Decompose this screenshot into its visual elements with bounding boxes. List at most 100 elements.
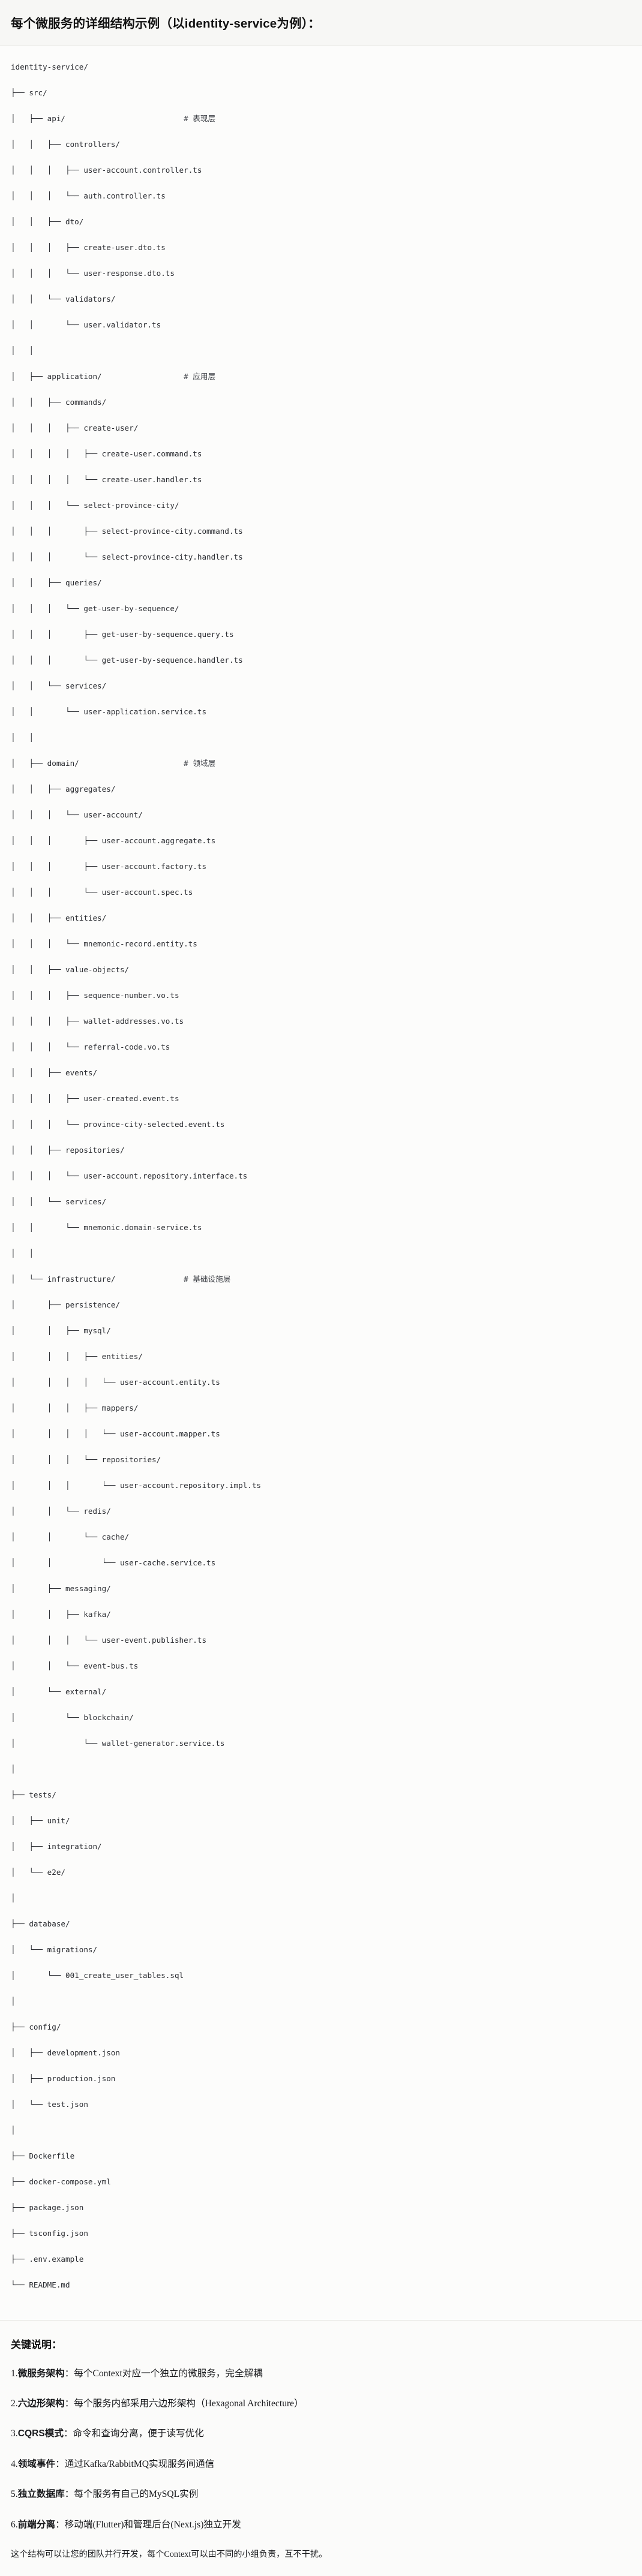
tree-line: │ │ │ └── user-event.publisher.ts [11, 1635, 207, 1645]
tree-line: │ │ ├── aggregates/ [11, 784, 116, 793]
tree-line: │ │ │ └── user-account.repository.interf… [11, 1171, 248, 1180]
tree-line: ├── package.json [11, 2202, 84, 2212]
directory-tree-block: identity-service/ ├── src/ │ ├── api/ # … [0, 46, 642, 2320]
tree-line: │ └── e2e/ [11, 1867, 65, 1877]
key-note-number: 4. [11, 2458, 18, 2469]
tree-line: │ │ ├── repositories/ [11, 1145, 125, 1155]
tree-line: │ │ └── mnemonic.domain-service.ts [11, 1222, 202, 1232]
tree-line: │ │ │ └── select-province-city.handler.t… [11, 552, 243, 561]
tree-line: identity-service/ [11, 62, 88, 71]
tree-line: │ │ └── user-application.service.ts [11, 707, 207, 716]
key-note-body: ：每个Context对应一个独立的微服务，完全解耦 [64, 2368, 263, 2379]
tree-node-comment: # 基础设施层 [184, 1274, 231, 1284]
tree-spacer-line: │ [11, 1996, 16, 2006]
tree-spacer-line: │ │ [11, 1248, 34, 1258]
tree-line: │ │ │ └── user-response.dto.ts [11, 268, 175, 278]
tree-line: │ ├── production.json [11, 2073, 116, 2083]
tree-line: │ │ │ └── select-province-city/ [11, 500, 179, 510]
tree-node-comment: # 应用层 [184, 371, 216, 381]
tree-line: │ │ ├── value-objects/ [11, 964, 130, 974]
tree-line: │ ├── messaging/ [11, 1583, 111, 1593]
tree-node-comment: # 领域层 [184, 758, 216, 768]
tree-line: │ ├── persistence/ [11, 1300, 120, 1309]
tree-line: │ │ │ ├── user-account.aggregate.ts [11, 835, 216, 845]
key-notes-list: 1.微服务架构：每个Context对应一个独立的微服务，完全解耦 2.六边形架构：… [11, 2367, 631, 2532]
tree-line: │ │ │ ├── get-user-by-sequence.query.ts [11, 629, 234, 639]
key-note-body: ：通过Kafka/RabbitMQ实现服务间通信 [55, 2458, 215, 2469]
tree-line: ├── tests/ [11, 1790, 56, 1799]
tree-spacer-line: │ │ [11, 345, 34, 355]
tree-line: │ │ └── services/ [11, 1197, 107, 1206]
tree-line: │ │ │ ├── mappers/ [11, 1403, 139, 1412]
tree-line: │ ├── domain/ # 领域层 [11, 757, 631, 770]
tree-line: │ │ │ └── user-account/ [11, 810, 143, 819]
tree-line: │ └── infrastructure/ # 基础设施层 [11, 1273, 631, 1286]
tree-line: ├── docker-compose.yml [11, 2177, 111, 2186]
tree-line: │ │ │ │ ├── create-user.command.ts [11, 449, 202, 458]
tree-line: │ └── migrations/ [11, 1944, 98, 1954]
tree-line: │ │ │ ├── create-user/ [11, 423, 139, 432]
tree-node-label: │ ├── application/ [11, 371, 184, 381]
tree-line: │ │ │ └── get-user-by-sequence.handler.t… [11, 655, 243, 665]
key-note-item: 2.六边形架构：每个服务内部采用六边形架构（Hexagonal Architec… [11, 2397, 631, 2410]
key-note-body: ：命令和查询分离，便于读写优化 [63, 2428, 204, 2439]
key-note-number: 6. [11, 2519, 18, 2530]
key-note-item: 3.CQRS模式：命令和查询分离，便于读写优化 [11, 2427, 631, 2440]
tree-line: │ │ │ ├── user-account.controller.ts [11, 165, 202, 175]
key-note-item: 4.领域事件：通过Kafka/RabbitMQ实现服务间通信 [11, 2457, 631, 2471]
tree-line: │ │ │ ├── select-province-city.command.t… [11, 526, 243, 536]
tree-line: │ │ ├── queries/ [11, 578, 102, 587]
tree-line: ├── .env.example [11, 2254, 84, 2264]
tree-node-label: │ ├── domain/ [11, 758, 184, 768]
tree-line: │ └── test.json [11, 2099, 88, 2109]
key-notes-block: 关键说明： 1.微服务架构：每个Context对应一个独立的微服务，完全解耦 2.… [0, 2320, 642, 2576]
tree-line: │ │ │ └── auth.controller.ts [11, 191, 166, 200]
tree-line: │ │ │ ├── user-created.event.ts [11, 1093, 179, 1103]
key-notes-title: 关键说明： [11, 2338, 62, 2350]
tree-line: │ │ │ └── referral-code.vo.ts [11, 1042, 170, 1051]
tree-line: │ │ └── event-bus.ts [11, 1661, 139, 1670]
tree-line: │ │ └── redis/ [11, 1506, 111, 1516]
tree-line: ├── config/ [11, 2022, 61, 2031]
key-note-number: 3. [11, 2428, 18, 2439]
key-note-number: 5. [11, 2489, 18, 2500]
tree-line: │ ├── application/ # 应用层 [11, 370, 631, 383]
tree-line: │ │ │ └── province-city-selected.event.t… [11, 1119, 225, 1129]
tree-line: │ └── blockchain/ [11, 1712, 134, 1722]
tree-node-comment: # 表现层 [184, 113, 216, 123]
key-note-lead: 微服务架构 [17, 2368, 65, 2379]
tree-line: └── README.md [11, 2280, 70, 2289]
page-title: 每个微服务的详细结构示例（以identity-service为例）： [11, 17, 320, 31]
tree-line: │ │ └── cache/ [11, 1532, 130, 1541]
tree-line: │ │ ├── mysql/ [11, 1325, 111, 1335]
key-note-item: 1.微服务架构：每个Context对应一个独立的微服务，完全解耦 [11, 2367, 631, 2380]
tree-spacer-line: │ [11, 1764, 16, 1774]
tree-line: │ │ ├── commands/ [11, 397, 107, 407]
tree-line: │ └── external/ [11, 1687, 107, 1696]
tree-line: │ ├── integration/ [11, 1841, 102, 1851]
tree-line: ├── src/ [11, 88, 47, 97]
tree-line: │ │ │ ├── entities/ [11, 1351, 143, 1361]
key-note-item: 6.前端分离：移动端(Flutter)和管理后台(Next.js)独立开发 [11, 2518, 631, 2532]
tree-line: │ │ └── user-cache.service.ts [11, 1558, 216, 1567]
tree-node-label: │ ├── api/ [11, 113, 184, 123]
key-note-number: 2. [11, 2398, 18, 2409]
key-note-lead: 前端分离 [17, 2519, 56, 2530]
tree-line: │ │ │ └── user-account.spec.ts [11, 887, 193, 897]
key-note-body: ：每个服务有自己的MySQL实例 [64, 2489, 199, 2500]
tree-line: │ │ │ │ └── user-account.mapper.ts [11, 1429, 220, 1438]
tree-line: │ │ │ │ └── create-user.handler.ts [11, 474, 202, 484]
tree-line: │ │ ├── kafka/ [11, 1609, 111, 1619]
tree-spacer-line: │ [11, 2125, 16, 2135]
directory-tree: identity-service/ ├── src/ │ ├── api/ # … [11, 61, 631, 2304]
tree-line: │ ├── unit/ [11, 1815, 70, 1825]
tree-line: │ │ │ ├── sequence-number.vo.ts [11, 990, 179, 1000]
tree-spacer-line: │ │ [11, 732, 34, 742]
key-note-item: 5.独立数据库：每个服务有自己的MySQL实例 [11, 2487, 631, 2501]
key-note-number: 1. [11, 2368, 18, 2379]
tree-line: │ └── wallet-generator.service.ts [11, 1738, 225, 1748]
key-note-lead: 领域事件 [17, 2458, 56, 2469]
key-note-lead: 独立数据库 [17, 2489, 65, 2500]
tree-line: │ │ └── validators/ [11, 294, 116, 303]
